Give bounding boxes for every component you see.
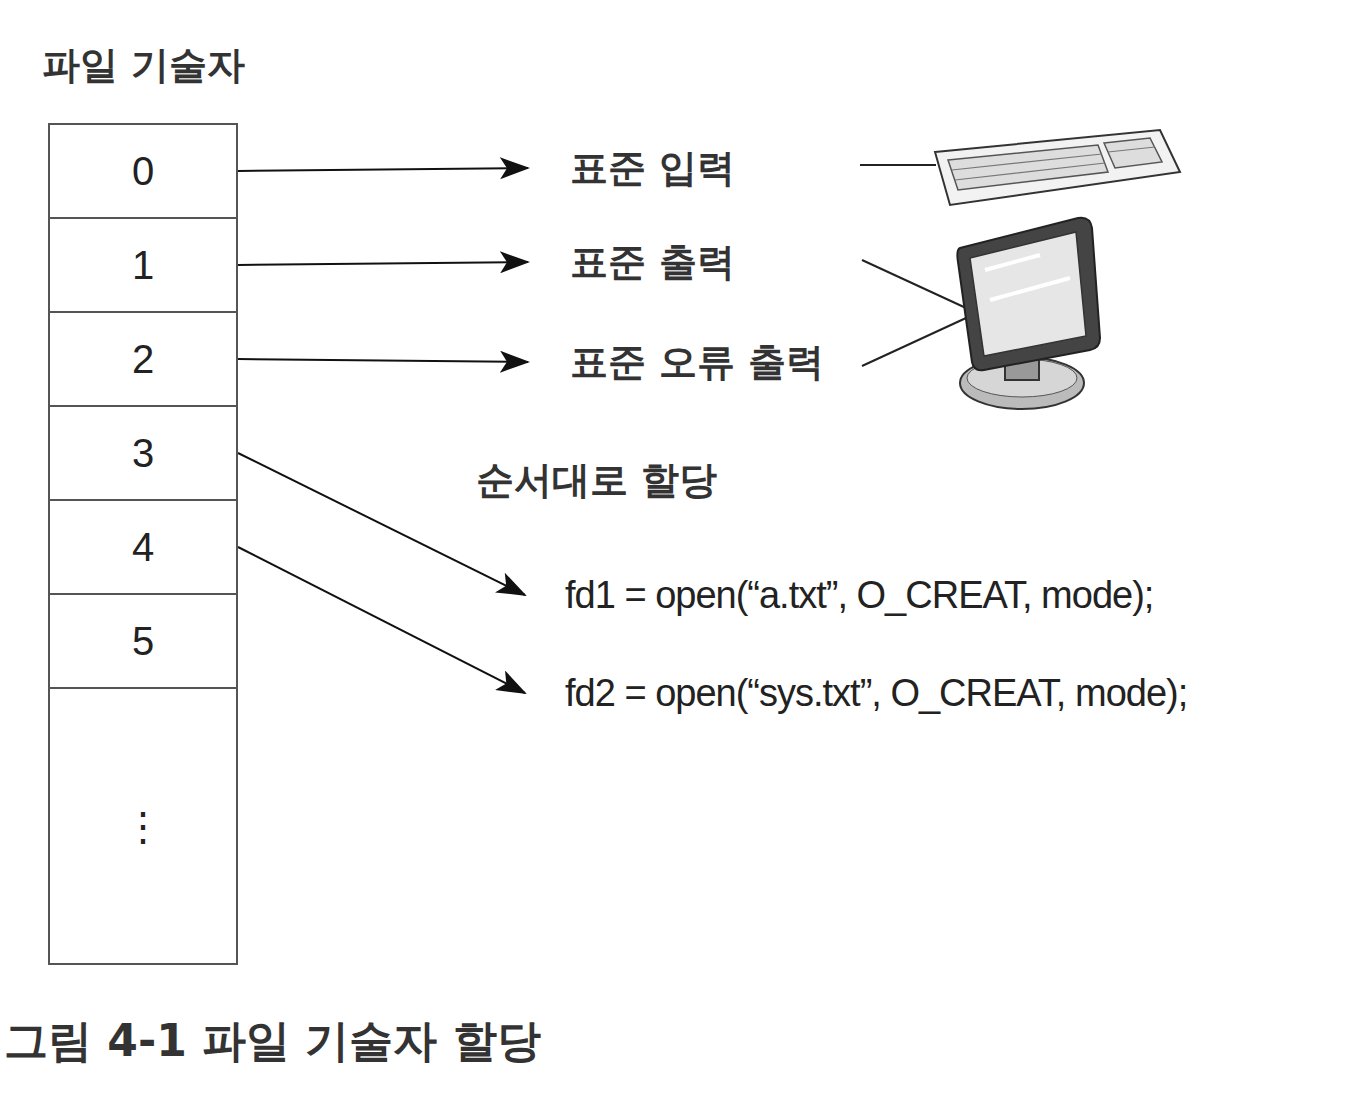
- descriptor-cell: 0: [48, 123, 238, 219]
- descriptor-cell-text: 2: [132, 337, 154, 382]
- descriptor-cell-text: 3: [132, 431, 154, 476]
- stream-name: 표준 입력: [528, 143, 758, 193]
- code-line-text: fd2 = open(“sys.txt”, O_CREAT, mode);: [565, 672, 1187, 715]
- descriptor-cell-text: 0: [132, 149, 154, 194]
- descriptor-cell-text: 1: [132, 243, 154, 288]
- descriptor-cell-text: 4: [132, 525, 154, 570]
- descriptor-cell: ⋮: [48, 687, 238, 965]
- code-line: fd1 = open(“a.txt”, O_CREAT, mode);: [525, 570, 1325, 620]
- descriptor-cell-text: ⋮: [123, 803, 163, 849]
- monitor-illustration: [862, 218, 1100, 409]
- descriptor-cell: 5: [48, 593, 238, 689]
- pointer-arrow: [238, 262, 528, 265]
- stream-name: 표준 출력: [528, 237, 758, 287]
- figure-caption: 그림 4-1 파일 기술자 할당: [4, 1012, 541, 1071]
- annotation-label: 순서대로 할당: [476, 455, 717, 506]
- stream-name-text: 표준 입력: [570, 143, 735, 194]
- code-line: fd2 = open(“sys.txt”, O_CREAT, mode);: [525, 668, 1345, 718]
- diagram-title: 파일 기술자: [42, 40, 245, 91]
- pointer-arrow: [238, 359, 528, 362]
- pointer-arrow: [238, 168, 528, 171]
- keyboard-illustration: [860, 130, 1180, 205]
- code-line-text: fd1 = open(“a.txt”, O_CREAT, mode);: [565, 574, 1153, 617]
- stream-name-text: 표준 오류 출력: [570, 337, 824, 388]
- descriptor-cell-text: 5: [132, 619, 154, 664]
- descriptor-cell: 2: [48, 311, 238, 407]
- pointer-arrow: [238, 547, 525, 693]
- descriptor-cell: 4: [48, 499, 238, 595]
- stream-name-text: 표준 출력: [570, 237, 735, 288]
- descriptor-cell: 3: [48, 405, 238, 501]
- descriptor-cell: 1: [48, 217, 238, 313]
- stream-name: 표준 오류 출력: [528, 337, 848, 387]
